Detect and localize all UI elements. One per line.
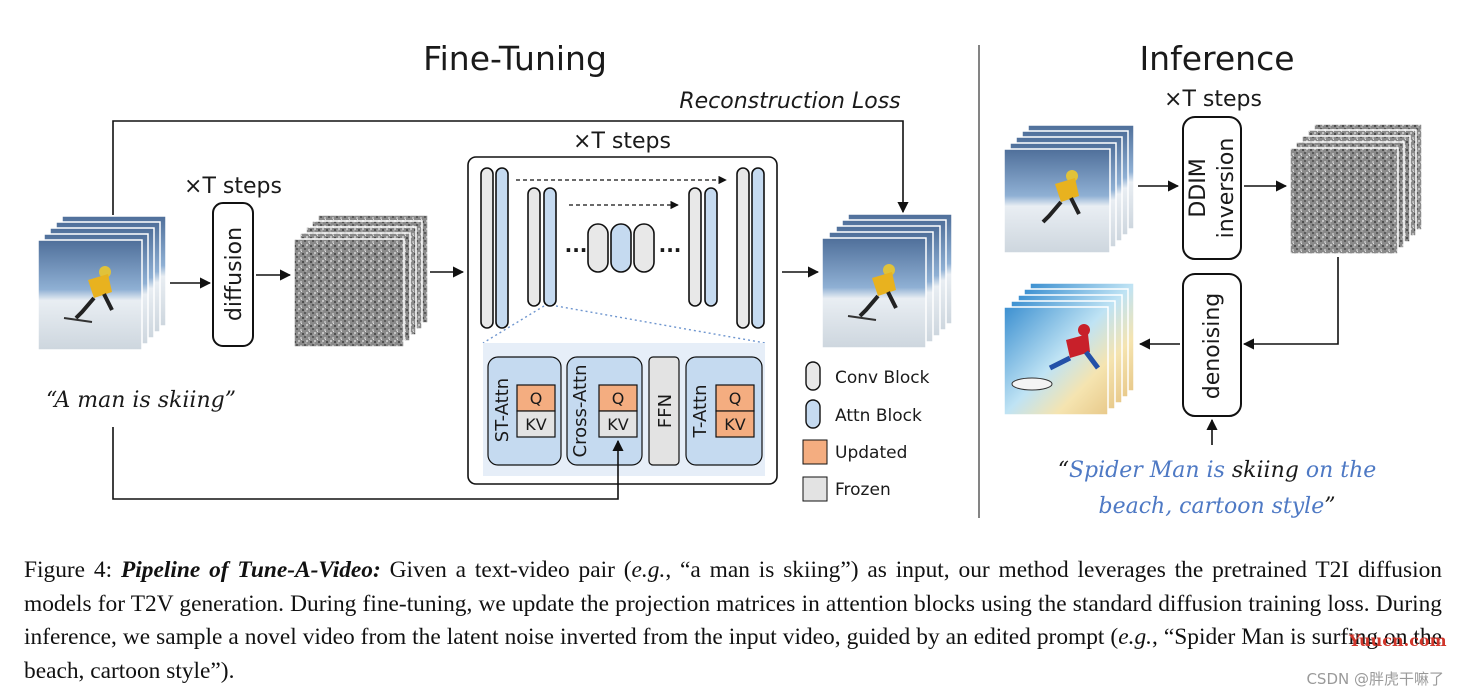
legend: Conv Block Attn Block Updated Frozen <box>802 361 930 502</box>
edited-prompt-style: beach, cartoon style <box>1098 494 1324 519</box>
ffn-label: FFN <box>655 394 676 428</box>
inversion-label: inversion <box>1214 138 1239 239</box>
denoising-label: denoising <box>1200 293 1225 400</box>
ellipsis-left: ... <box>565 233 588 257</box>
author-watermark: CSDN @胖虎干嘛了 <box>1306 670 1444 688</box>
zoom-line <box>482 305 545 344</box>
edited-prompt-subject: Spider Man is <box>1069 458 1232 483</box>
legend-attn-label: Attn Block <box>835 406 922 426</box>
kv-frozen <box>516 410 556 438</box>
reconstruction-loss-arrow <box>112 120 909 215</box>
kv-label: KV <box>724 415 745 434</box>
legend-attn-swatch <box>805 399 821 429</box>
kv-label: KV <box>525 415 546 434</box>
attn-block <box>704 187 718 307</box>
caption-text-1: Given a text-video pair ( <box>389 557 632 583</box>
input-video-frames <box>37 215 167 351</box>
conv-block <box>587 223 609 273</box>
caption-text-3: , “Spider Man is surfing on the beach, c… <box>24 624 1443 684</box>
diffusion-box <box>212 202 254 347</box>
conv-block <box>527 187 541 307</box>
legend-conv-label: Conv Block <box>835 368 930 388</box>
conv-block <box>736 167 750 329</box>
skier-figure <box>63 266 114 323</box>
q-label: Q <box>612 389 625 408</box>
input-prompt: “A man is skiing” <box>46 388 236 413</box>
diffusion-label: diffusion <box>222 227 247 321</box>
svg-text:beach, cartoon style”: beach, cartoon style” <box>1098 494 1335 519</box>
fine-tuning-title: Fine-Tuning <box>423 39 607 78</box>
attn-block <box>610 223 632 273</box>
legend-frozen-label: Frozen <box>835 480 891 500</box>
skier-figure <box>847 264 898 321</box>
svg-text:“Spider Man is skiing on the: “Spider Man is skiing on the <box>1058 458 1377 483</box>
attn-block <box>751 167 765 329</box>
edited-video-frames <box>1003 282 1135 416</box>
cross-attn-block: Cross-Attn Q KV <box>566 356 643 466</box>
caption-title: Pipeline of Tune-A-Video: <box>120 557 381 583</box>
edited-prompt-verb: skiing <box>1232 458 1299 483</box>
reconstructed-video-frames <box>821 213 953 349</box>
edited-prompt-place: on the <box>1299 458 1376 483</box>
legend-updated-label: Updated <box>835 443 907 463</box>
site-watermark: Yuucn.com <box>1349 631 1447 650</box>
caption-eg-1: e.g. <box>631 557 666 583</box>
conv-block <box>633 223 655 273</box>
noise-to-denoising-arrow <box>1242 257 1339 350</box>
edited-prompt-open-quote: “ <box>1058 458 1069 483</box>
caption-text-2: , “a man is skiing”) as input, our metho… <box>24 557 1442 651</box>
kv-label: KV <box>607 415 628 434</box>
kv-frozen <box>598 410 638 438</box>
ffn-block: FFN <box>648 356 680 466</box>
conv-block <box>688 187 702 307</box>
attn-block <box>543 187 557 307</box>
q-updated <box>598 384 638 412</box>
pipeline-diagram: Fine-Tuning Inference Reconstruction Los… <box>37 39 1423 519</box>
inference-input-frames <box>1003 124 1135 254</box>
st-attn-label: ST-Attn <box>492 378 513 442</box>
denoising-box <box>1182 273 1242 417</box>
q-updated <box>715 384 755 412</box>
legend-updated-swatch <box>802 439 828 465</box>
zoom-line <box>555 305 766 344</box>
noise-latents <box>293 214 429 348</box>
reconstruction-loss-label: Reconstruction Loss <box>679 89 900 114</box>
inference-steps-label: ×T steps <box>1164 87 1262 112</box>
cross-attn-label: Cross-Attn <box>570 365 591 458</box>
skier-figure <box>1041 170 1081 224</box>
legend-frozen-swatch <box>802 476 828 502</box>
figure-caption: Figure 4: Pipeline of Tune-A-Video: Give… <box>24 554 1442 688</box>
q-updated <box>516 384 556 412</box>
t-attn-block: T-Attn Q KV <box>685 356 763 466</box>
edited-prompt-close-quote: ” <box>1324 494 1335 519</box>
unet-steps-label: ×T steps <box>573 129 671 154</box>
q-label: Q <box>729 389 742 408</box>
t-attn-label: T-Attn <box>690 385 711 439</box>
attn-block <box>495 167 509 329</box>
edited-prompt: “Spider Man is skiing on the beach, cart… <box>1058 458 1377 519</box>
st-attn-block: ST-Attn Q KV <box>487 356 562 466</box>
q-label: Q <box>530 389 543 408</box>
diffusion-steps-label: ×T steps <box>184 174 282 199</box>
inference-title: Inference <box>1139 39 1294 78</box>
unet-blocks: ... ... <box>480 167 765 329</box>
caption-label: Figure 4: <box>24 557 113 583</box>
ddim-label: DDIM <box>1186 158 1211 217</box>
prompt-to-cross-attn-arrow <box>112 427 624 500</box>
ellipsis-right: ... <box>659 233 682 257</box>
spiderman-figure <box>1011 324 1100 391</box>
legend-conv-swatch <box>805 361 821 391</box>
caption-eg-2: e.g. <box>1118 624 1153 651</box>
inference-noise-latents <box>1289 123 1423 255</box>
kv-updated <box>715 410 755 438</box>
ddim-inversion-box <box>1182 116 1242 260</box>
conv-block <box>480 167 494 329</box>
